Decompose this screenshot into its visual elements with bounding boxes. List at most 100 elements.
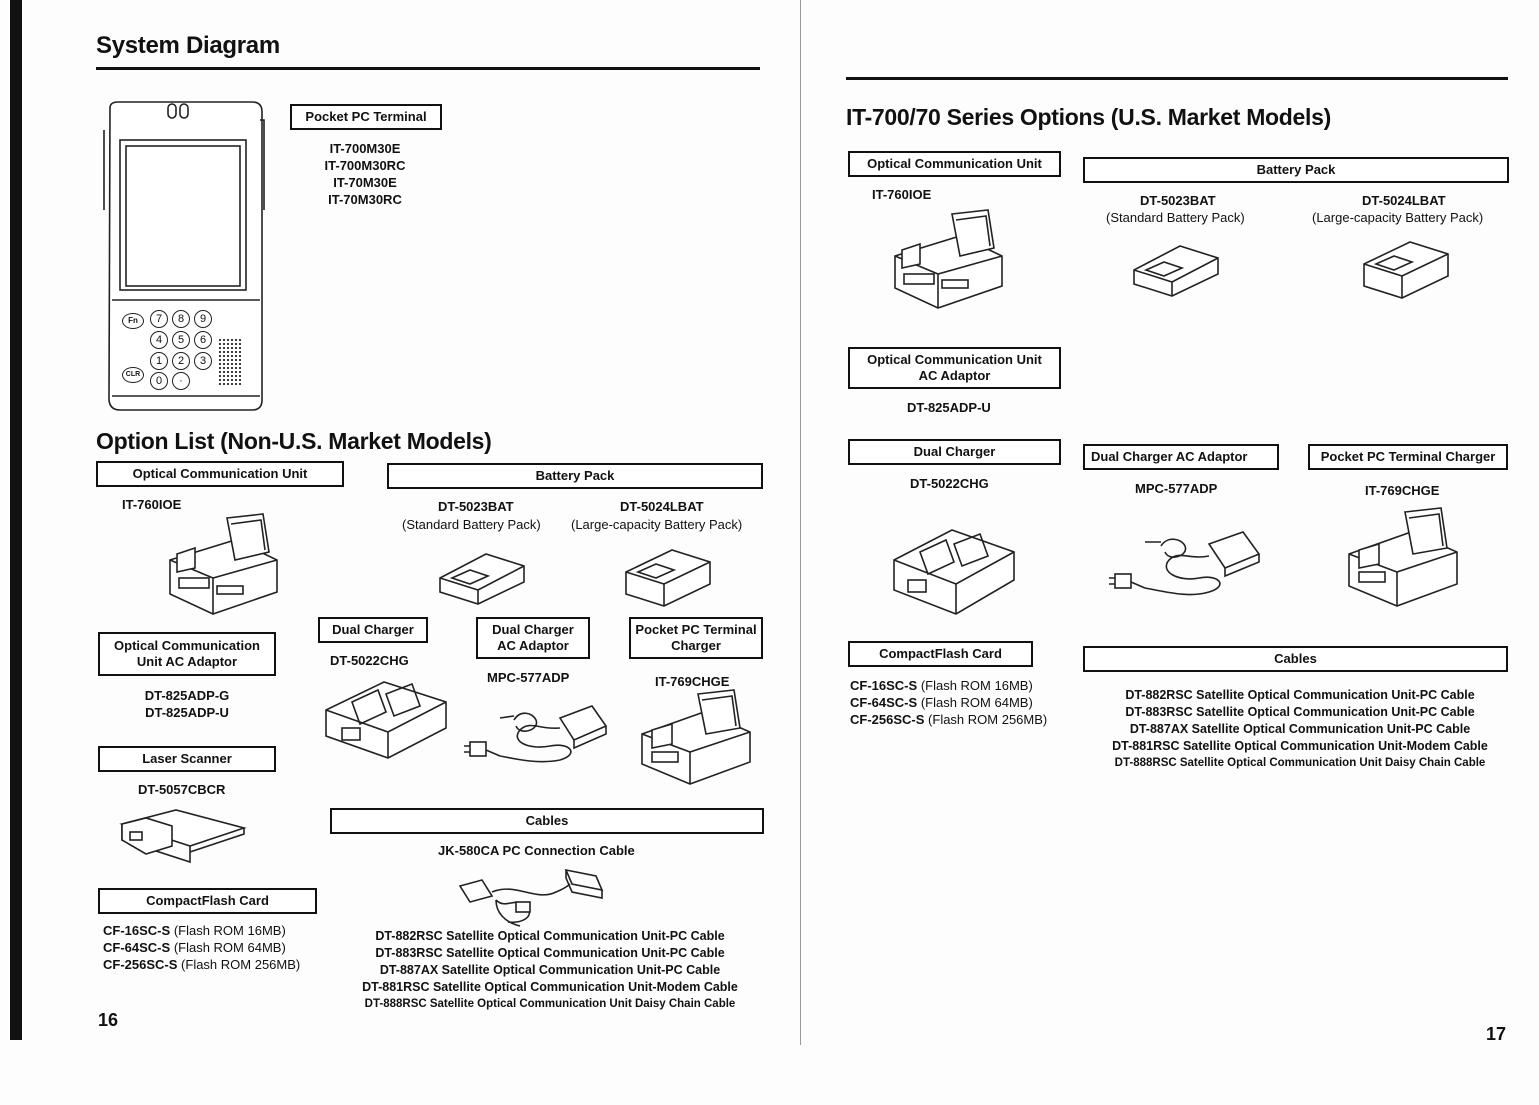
key-7: 7 (150, 310, 168, 328)
standard-battery-desc: (Standard Battery Pack) (402, 517, 541, 532)
right-occ-adaptor-label: Optical Communication Unit AC Adaptor (848, 347, 1061, 389)
dual-charger-adaptor-label: Dual Charger AC Adaptor (476, 617, 590, 659)
cable-item: DT-887AX Satellite Optical Communication… (379, 963, 721, 977)
key-8: 8 (172, 310, 190, 328)
page-spine (800, 0, 801, 1045)
page-title: System Diagram (96, 32, 280, 59)
optical-communication-unit-illustration (169, 513, 278, 615)
key-3: 3 (194, 352, 212, 370)
right-cable-item: DT-882RSC Satellite Optical Communicatio… (1125, 688, 1475, 702)
right-page-title: IT-700/70 Series Options (U.S. Market Mo… (846, 104, 1331, 130)
battery-pack-label: Battery Pack (387, 463, 763, 489)
right-occ-label: Optical Communication Unit (848, 151, 1061, 177)
connection-cable-illustration (458, 868, 604, 927)
right-cable-item: DT-883RSC Satellite Optical Communicatio… (1125, 705, 1475, 719)
right-compactflash-list: CF-16SC-S (Flash ROM 16MB) CF-64SC-S (Fl… (850, 677, 1047, 728)
dual-charger-label: Dual Charger (318, 617, 428, 643)
key-6: 6 (194, 331, 212, 349)
occ-label: Optical Communication Unit (96, 461, 344, 487)
right-optical-communication-unit-illustration (894, 209, 1003, 309)
right-terminal-charger-label: Pocket PC Terminal Charger (1308, 444, 1508, 470)
large-battery-model: DT-5024LBAT (620, 499, 704, 514)
right-occ-adaptor-model: DT-825ADP-U (907, 400, 991, 415)
right-cable-item: DT-888RSC Satellite Optical Communicatio… (1114, 757, 1486, 769)
right-compactflash-label: CompactFlash Card (848, 641, 1033, 667)
right-large-battery-desc: (Large-capacity Battery Pack) (1312, 210, 1484, 225)
right-title-rule (846, 77, 1508, 80)
terminal-charger-illustration (641, 689, 751, 785)
dual-charger-model: DT-5022CHG (330, 653, 409, 668)
compactflash-label: CompactFlash Card (98, 888, 317, 914)
right-large-battery-model: DT-5024LBAT (1362, 193, 1446, 208)
occ-adaptor-models: DT-825ADP-G DT-825ADP-U (98, 687, 276, 721)
laser-scanner-model: DT-5057CBCR (138, 782, 226, 797)
right-dual-charger-illustration (893, 529, 1015, 615)
key-0: 0 (150, 372, 168, 390)
right-cables-label: Cables (1083, 646, 1508, 672)
dual-charger-adaptor-illustration (464, 705, 608, 763)
right-cable-item: DT-887AX Satellite Optical Communication… (1129, 722, 1471, 736)
occ-adaptor-model: DT-825ADP-G (144, 688, 230, 703)
occ-model: IT-760IOE (122, 497, 182, 512)
right-occ-adaptor-label-line: Optical Communication Unit (867, 351, 1042, 367)
terminal-model-list: IT-700M30E IT-700M30RC IT-70M30E IT-70M3… (300, 140, 430, 208)
cable-item: DT-883RSC Satellite Optical Communicatio… (375, 946, 725, 960)
terminal-charger-label: Pocket PC Terminal Charger (629, 617, 763, 659)
large-battery-desc: (Large-capacity Battery Pack) (571, 517, 743, 532)
terminal-model: IT-70M30RC (328, 192, 402, 207)
key-2: 2 (172, 352, 190, 370)
right-occ-adaptor-label-line: AC Adaptor (918, 368, 991, 383)
right-standard-battery-model: DT-5023BAT (1140, 193, 1216, 208)
right-occ-model: IT-760IOE (872, 187, 932, 202)
right-dual-charger-adaptor-illustration (1109, 531, 1261, 596)
cf-card-item: CF-256SC-S (Flash ROM 256MB) (103, 957, 301, 972)
clr-key: CLR (122, 367, 144, 383)
standard-battery-illustration (439, 553, 525, 605)
title-rule (96, 67, 760, 70)
terminal-model: IT-700M30RC (324, 158, 406, 173)
terminal-model: IT-700M30E (329, 141, 401, 156)
right-battery-pack-label: Battery Pack (1083, 157, 1509, 183)
speaker-grille (218, 338, 242, 386)
dual-charger-illustration (325, 681, 447, 759)
right-cable-list: DT-882RSC Satellite Optical Communicatio… (1080, 687, 1520, 772)
occ-adaptor-label: Optical Communication Unit AC Adaptor (98, 632, 276, 676)
laser-scanner-label: Laser Scanner (98, 746, 276, 772)
cf-card-item: CF-16SC-S (Flash ROM 16MB) (103, 923, 286, 938)
right-cf-card-item: CF-16SC-S (Flash ROM 16MB) (850, 678, 1033, 693)
option-list-title: Option List (Non-U.S. Market Models) (96, 428, 492, 454)
cables-label: Cables (330, 808, 764, 834)
terminal-model: IT-70M30E (333, 175, 397, 190)
terminal-keypad: Fn CLR 7 8 9 4 5 6 1 2 3 0 · (122, 310, 242, 400)
right-dual-charger-model: DT-5022CHG (910, 476, 989, 491)
right-dual-charger-label: Dual Charger (848, 439, 1061, 465)
key-4: 4 (150, 331, 168, 349)
cable-item: DT-882RSC Satellite Optical Communicatio… (375, 929, 725, 943)
right-terminal-charger-illustration (1348, 507, 1458, 607)
fn-key: Fn (122, 313, 144, 329)
right-cable-item: DT-881RSC Satellite Optical Communicatio… (1112, 739, 1488, 753)
right-standard-battery-illustration (1133, 245, 1219, 297)
page-number-right: 17 (1486, 1024, 1507, 1044)
key-1: 1 (150, 352, 168, 370)
pocket-pc-terminal-label: Pocket PC Terminal (290, 104, 442, 130)
page-number-left: 16 (98, 1010, 119, 1030)
key-5: 5 (172, 331, 190, 349)
right-standard-battery-desc: (Standard Battery Pack) (1106, 210, 1245, 225)
compactflash-list: CF-16SC-S (Flash ROM 16MB) CF-64SC-S (Fl… (103, 922, 300, 973)
right-cf-card-item: CF-256SC-S (Flash ROM 256MB) (850, 712, 1048, 727)
cable-list: DT-882RSC Satellite Optical Communicatio… (320, 928, 780, 1013)
page-edge-shadow (10, 0, 22, 1040)
right-dual-charger-adaptor-model: MPC-577ADP (1135, 481, 1218, 496)
terminal-charger-model: IT-769CHGE (655, 674, 730, 689)
right-large-battery-illustration (1363, 241, 1449, 299)
standard-battery-model: DT-5023BAT (438, 499, 514, 514)
cable-item: DT-881RSC Satellite Optical Communicatio… (362, 980, 738, 994)
right-dual-charger-adaptor-label: Dual Charger AC Adaptor (1083, 444, 1279, 470)
occ-adaptor-model: DT-825ADP-U (145, 705, 229, 720)
right-cf-card-item: CF-64SC-S (Flash ROM 64MB) (850, 695, 1033, 710)
cable-item: DT-888RSC Satellite Optical Communicatio… (364, 998, 736, 1010)
laser-scanner-illustration (119, 809, 247, 864)
cf-card-item: CF-64SC-S (Flash ROM 64MB) (103, 940, 286, 955)
dual-charger-adaptor-model: MPC-577ADP (487, 670, 570, 685)
